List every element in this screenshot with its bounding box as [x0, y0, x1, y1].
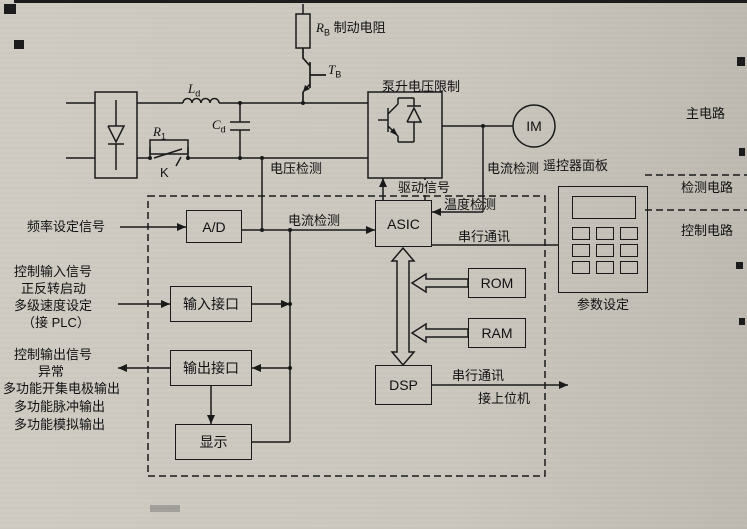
motor-circle: [512, 104, 556, 148]
panel-button: [572, 244, 590, 257]
panel-button: [620, 244, 638, 257]
zone-control-circuit-label: 控制电路: [681, 223, 734, 238]
param-setting-label: 参数设定: [577, 297, 630, 312]
r1-subscript: 1: [160, 131, 166, 142]
tb-transistor-label: TB: [328, 62, 341, 83]
zone-dashed-lines: [645, 174, 747, 211]
motor-label: IM: [526, 118, 542, 134]
scan-artifact: [739, 148, 745, 156]
scan-artifact: [737, 57, 745, 66]
block-ad: A/D: [186, 210, 242, 243]
inverter-box: [367, 91, 443, 179]
arrowheads-and-junctions: [118, 85, 568, 424]
zone-detect-circuit-label: 检测电路: [681, 180, 734, 195]
pulse-output-label: 多功能脉冲输出: [14, 399, 106, 414]
ctrl-output-label: 控制输出信号: [14, 347, 93, 362]
panel-button: [620, 261, 638, 274]
panel-button: [596, 227, 614, 240]
panel-button: [620, 227, 638, 240]
current-detect-power-label: 电流检测: [487, 161, 540, 176]
ram-bus-arrow: [410, 322, 469, 344]
pump-voltage-limit-label: 泵升电压限制: [382, 79, 461, 94]
ctrl-input-label: 控制输入信号: [14, 264, 93, 279]
multi-speed-label: 多级速度设定: [14, 298, 93, 313]
temp-detect-label: 温度检测: [444, 197, 497, 212]
drive-signal-label: 驱动信号: [396, 180, 453, 195]
k-switch-label: K: [160, 165, 169, 180]
tb-subscript: B: [335, 69, 342, 80]
cd-subscript: d: [220, 124, 226, 135]
ld-symbol: L: [188, 81, 196, 96]
inductor-label: Ld: [188, 81, 200, 102]
scan-artifact: [150, 505, 180, 512]
k-switch-blade: [153, 148, 183, 167]
block-input-interface: 输入接口: [170, 286, 252, 322]
rom-bus-arrow: [410, 272, 469, 294]
tb-transistor-symbol: [302, 48, 326, 103]
rb-text: 制动电阻: [333, 20, 386, 35]
rb-resistor-symbol: [295, 13, 311, 49]
panel-button: [572, 227, 590, 240]
block-dsp: DSP: [375, 365, 432, 405]
freq-setting-label: 频率设定信号: [27, 219, 106, 234]
block-ram: RAM: [468, 318, 526, 348]
analog-output-label: 多功能模拟输出: [14, 417, 106, 432]
ld-subscript: d: [195, 88, 201, 99]
panel-button: [572, 261, 590, 274]
panel-button: [596, 261, 614, 274]
rb-symbol: R: [316, 20, 324, 35]
zone-main-circuit-label: 主电路: [686, 106, 726, 121]
rb-subscript: B: [323, 27, 330, 38]
plc-label: （接 PLC）: [22, 315, 90, 330]
rectifier-box: [94, 91, 138, 179]
panel-display: [572, 196, 636, 219]
asic-dsp-bus-arrow: [390, 246, 416, 367]
block-rom: ROM: [468, 268, 526, 298]
remote-panel: [558, 186, 648, 293]
r1-label: R1: [153, 124, 166, 145]
serial-dsp-label: 串行通讯: [452, 368, 505, 383]
block-display: 显示: [175, 424, 252, 460]
scan-artifact: [14, 0, 747, 3]
remote-panel-title: 遥控器面板: [543, 158, 609, 173]
block-output-interface: 输出接口: [170, 350, 252, 386]
capacitor-label: Cd: [212, 117, 226, 138]
tb-symbol: T: [328, 62, 336, 77]
block-asic: ASIC: [375, 200, 432, 247]
fwd-rev-label: 正反转启动: [21, 281, 87, 296]
r1-resistor-symbol: [149, 139, 189, 155]
scan-artifact: [4, 4, 16, 14]
cd-symbol: C: [212, 117, 221, 132]
control-circuit-dashed-boundary: [147, 195, 546, 477]
scan-artifact: [736, 262, 743, 269]
braking-resistor-label: RB 制动电阻: [316, 20, 386, 41]
panel-button: [596, 244, 614, 257]
open-collector-output-label: 多功能开集电极输出: [3, 381, 121, 396]
host-label: 接上位机: [478, 391, 531, 406]
ac-input-lines: [66, 102, 95, 159]
abnormal-label: 异常: [38, 364, 65, 379]
r1-symbol: R: [153, 124, 161, 139]
freewheel-diode-symbol: [406, 98, 423, 142]
voltage-detect-label: 电压检测: [270, 161, 323, 176]
cd-capacitor-symbol: [230, 103, 250, 158]
scan-artifact: [739, 318, 745, 325]
serial-asic-label: 串行通讯: [458, 229, 511, 244]
current-detect-inner-label: 电流检测: [288, 213, 341, 228]
inductor-symbol: [182, 97, 220, 104]
rectifier-diode-symbol: [107, 100, 126, 170]
scan-artifact: [14, 40, 24, 49]
